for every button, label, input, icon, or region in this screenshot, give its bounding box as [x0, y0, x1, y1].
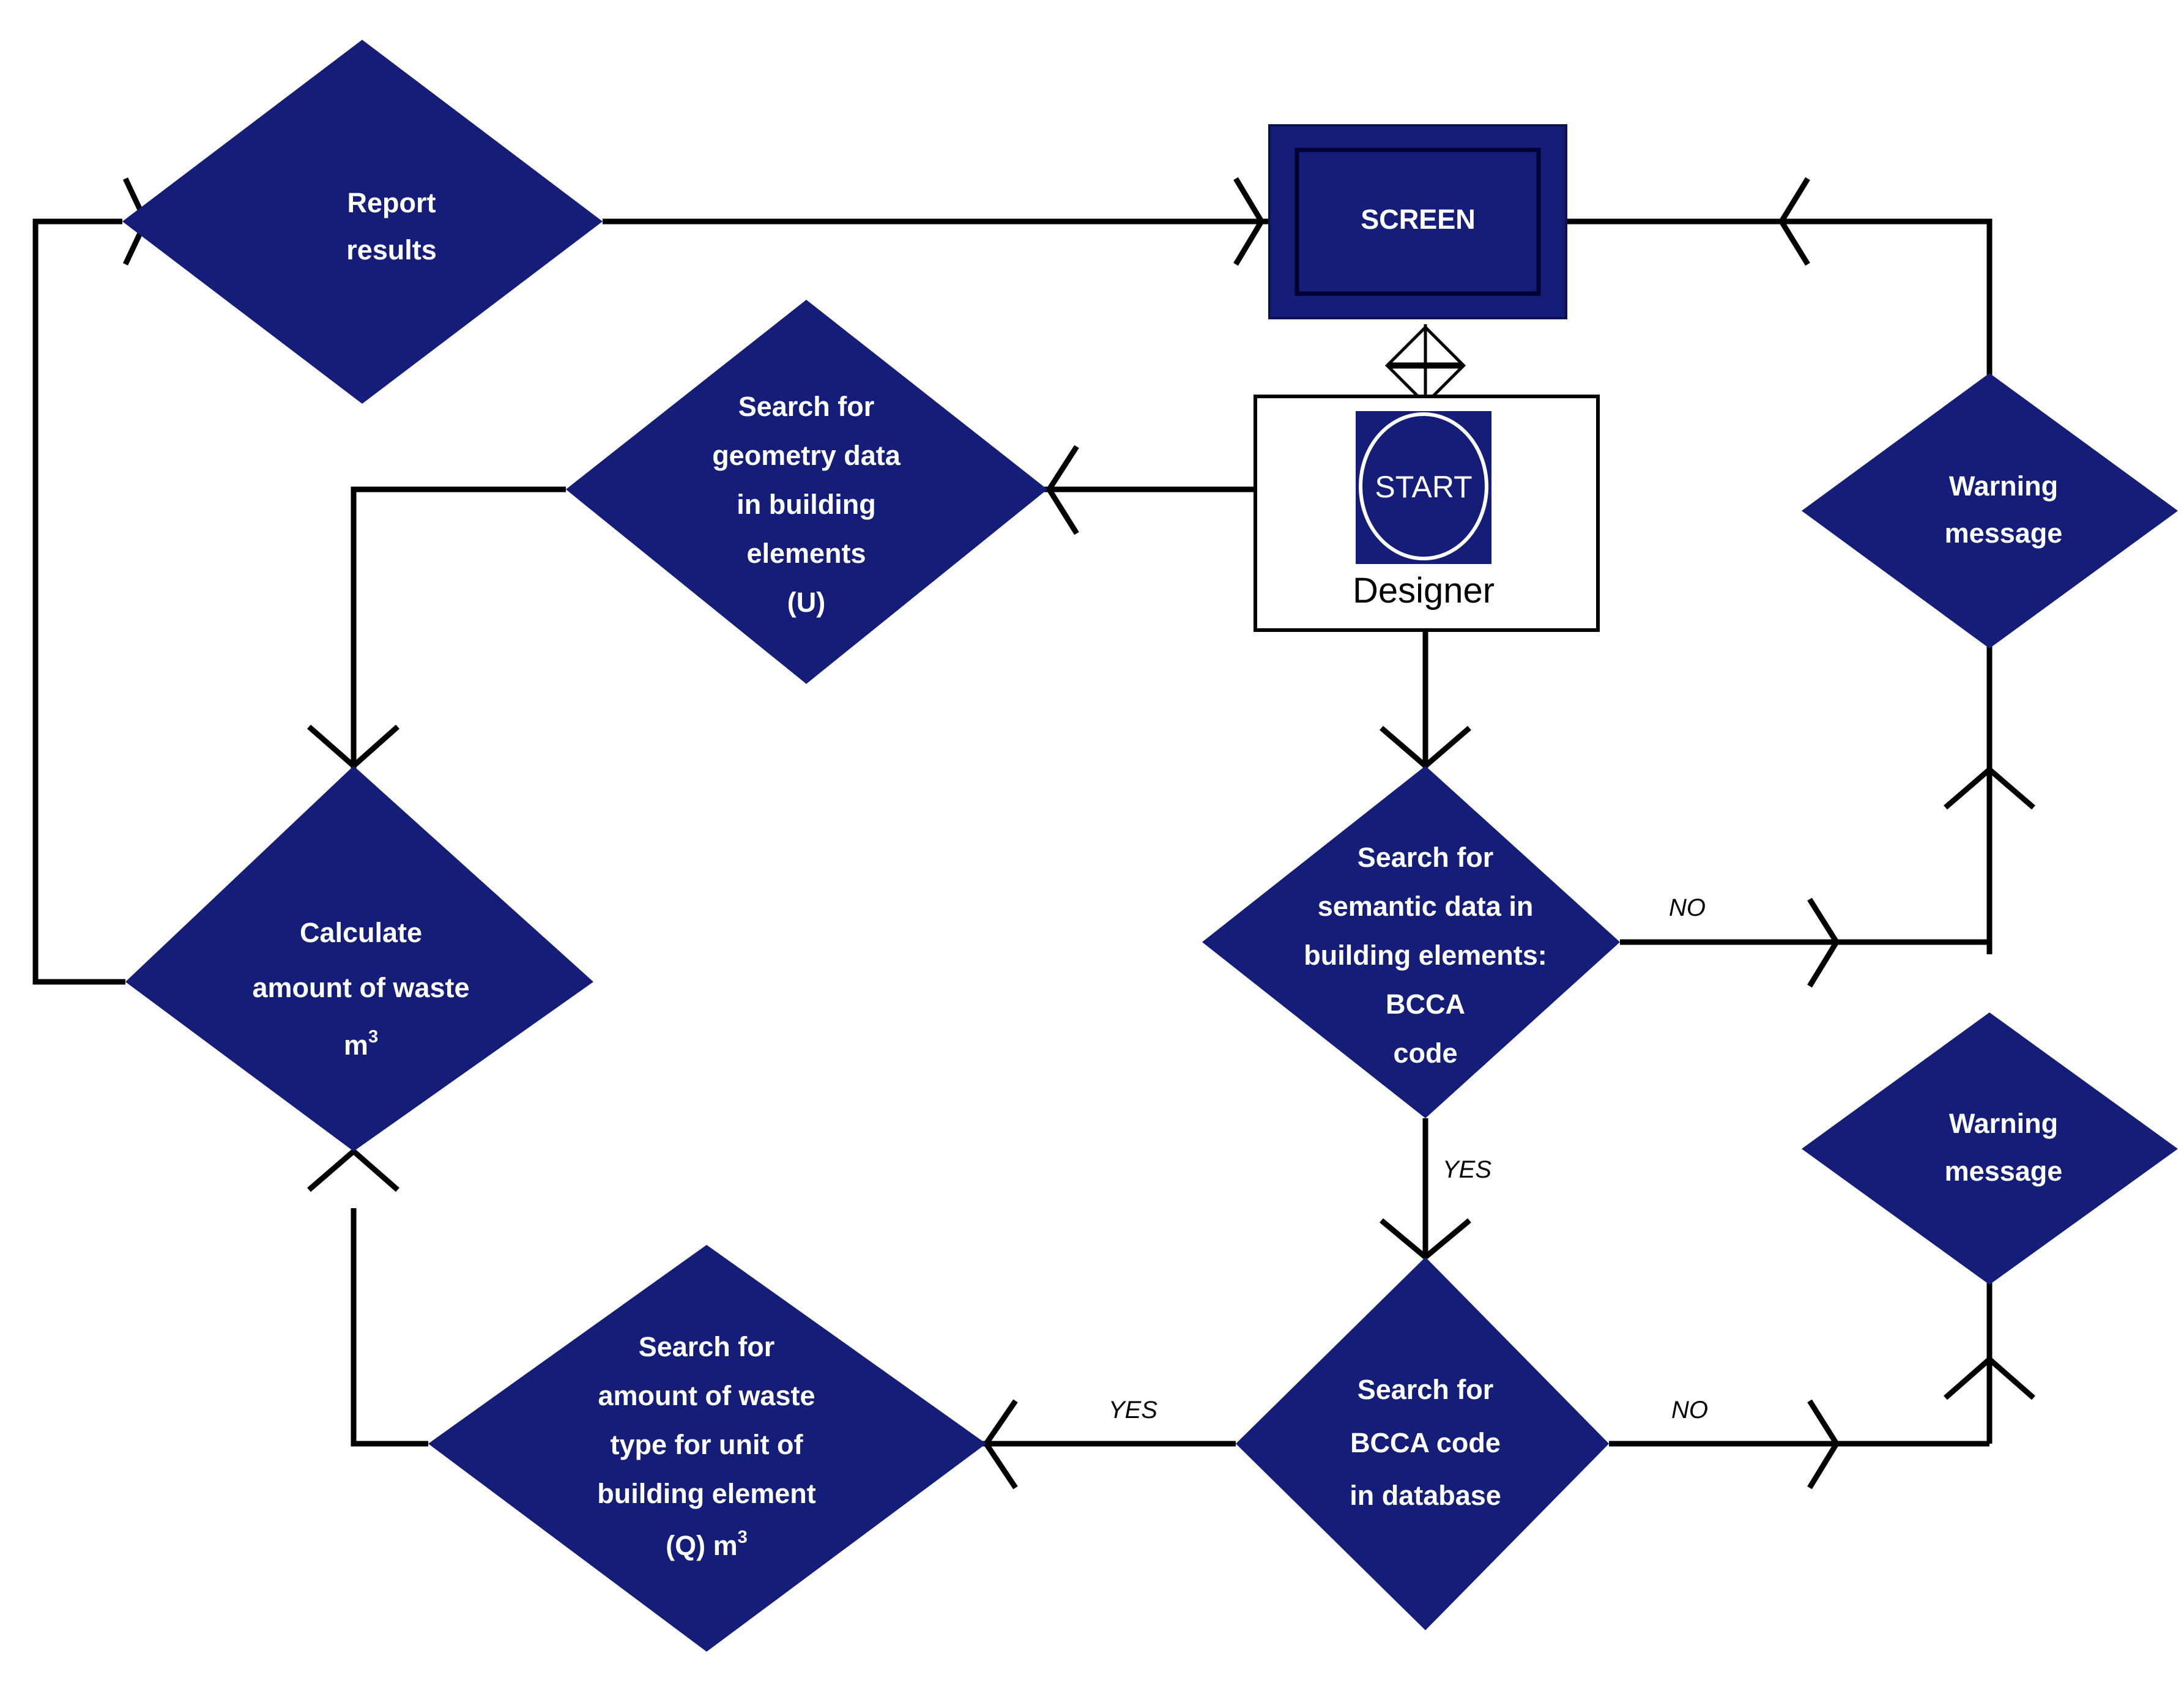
calculate-label-line-2: m3 [344, 1027, 378, 1061]
node-report-results[interactable]: Report results [122, 40, 603, 404]
node-search-amount-of-waste-type[interactable]: Search for amount of waste type for unit… [428, 1245, 986, 1652]
arrowhead-semantic-no [1807, 897, 1840, 988]
arrowhead-calculate-bottom [307, 1148, 399, 1192]
report-results-shape [122, 40, 603, 404]
node-designer[interactable]: START Designer [1254, 395, 1600, 632]
report-results-label-line-0: Report [347, 187, 436, 218]
start-label: START [1375, 470, 1472, 504]
semantic-label-line-4: code [1393, 1038, 1457, 1069]
edge-wastetype-to-calculate [351, 1208, 428, 1447]
warning-bottom-shape [1802, 1012, 2178, 1285]
arrowhead-screen-left [1233, 177, 1265, 266]
node-warning-message-top[interactable]: Warning message [1802, 373, 2178, 648]
report-results-label-line-1: results [346, 234, 437, 265]
calculate-unit-superscript: 3 [368, 1027, 378, 1047]
node-search-bcca-code-in-database[interactable]: Search for BCCA code in database [1236, 1257, 1609, 1630]
geometry-label-line-3: elements [746, 538, 866, 569]
waste-type-unit-q: (Q) m [666, 1530, 738, 1561]
semantic-label-line-0: Search for [1358, 842, 1494, 873]
bcca-db-shape [1236, 1257, 1609, 1630]
warning-bottom-label-line-1: message [1945, 1156, 2063, 1187]
waste-type-label-line-3: building element [597, 1478, 816, 1509]
semantic-label-line-1: semantic data in [1318, 891, 1534, 922]
geometry-label-line-2: in building [737, 489, 875, 520]
semantic-shape [1202, 766, 1620, 1118]
edge-label-semantic-yes: YES [1443, 1156, 1491, 1183]
edge-label-database-yes: YES [1109, 1397, 1157, 1424]
warning-top-shape [1802, 373, 2178, 648]
geometry-label-line-4: (U) [787, 587, 825, 618]
edge-label-database-no: NO [1671, 1397, 1708, 1424]
warning-top-label-line-1: message [1945, 518, 2063, 549]
bcca-db-label-line-0: Search for [1358, 1374, 1494, 1405]
arrowhead-right-bus-up-top [1944, 766, 2035, 810]
geometry-label-line-0: Search for [738, 391, 875, 422]
waste-type-label-line-0: Search for [639, 1331, 775, 1362]
node-screen[interactable]: SCREEN [1268, 124, 1567, 319]
screen-label: SCREEN [1361, 204, 1476, 235]
calculate-label-line-0: Calculate [300, 917, 422, 948]
arrowhead-right-bus-to-screen [1778, 177, 1810, 266]
semantic-label-line-3: BCCA [1386, 989, 1465, 1020]
start-circle-icon [1359, 412, 1488, 560]
geometry-shape [566, 300, 1047, 684]
edge-geometry-to-calculate [351, 486, 566, 770]
node-warning-message-bottom[interactable]: Warning message [1802, 1012, 2178, 1285]
arrowhead-database-no [1807, 1399, 1840, 1490]
warning-bottom-label-line-0: Warning [1949, 1108, 2058, 1139]
arrowhead-right-bus-up-bottom [1944, 1356, 2035, 1400]
arrowhead-geometry-right [1046, 445, 1079, 535]
edge-label-semantic-no: NO [1669, 894, 1706, 921]
waste-type-label-line-4: (Q) m3 [666, 1528, 748, 1561]
geometry-label-line-1: geometry data [712, 440, 901, 471]
arrowhead-screen-up [1384, 325, 1466, 366]
calculate-unit-m: m [344, 1030, 368, 1061]
calculate-shape [125, 766, 593, 1151]
node-search-semantic-data[interactable]: Search for semantic data in building ele… [1202, 766, 1620, 1118]
node-search-geometry-data[interactable]: Search for geometry data in building ele… [566, 300, 1047, 684]
screen-inner-frame [1294, 147, 1541, 296]
semantic-label-line-2: building elements: [1304, 940, 1547, 971]
calculate-label-line-1: amount of waste [252, 972, 469, 1003]
bcca-db-label-line-2: in database [1350, 1480, 1501, 1511]
node-calculate-amount-of-waste[interactable]: Calculate amount of waste m3 [125, 766, 593, 1151]
waste-type-label-line-2: type for unit of [611, 1429, 804, 1460]
waste-type-shape [428, 1245, 986, 1652]
edge-calculate-to-report [32, 218, 125, 985]
waste-type-unit-superscript: 3 [738, 1528, 748, 1547]
bcca-db-label-line-1: BCCA code [1350, 1427, 1501, 1458]
waste-type-label-line-1: amount of waste [598, 1380, 815, 1411]
arrowhead-designer-down [1384, 365, 1466, 406]
designer-label: Designer [1353, 571, 1495, 611]
warning-top-label-line-0: Warning [1949, 470, 2058, 502]
